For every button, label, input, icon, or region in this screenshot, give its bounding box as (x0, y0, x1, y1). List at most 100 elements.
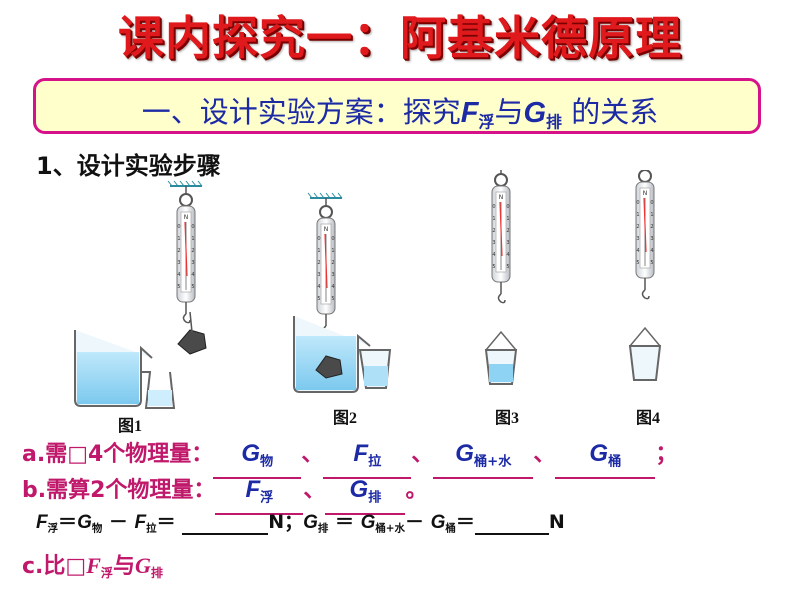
subtitle: 一、设计实验方案：探究F浮与G排 的关系 (36, 89, 764, 133)
scale-unit-mark: N (499, 194, 504, 201)
answer-subscript: 桶+水 (473, 454, 512, 470)
scale-tick-label: 2 (177, 248, 180, 254)
scale-tick-label: 0 (191, 224, 194, 230)
formula-minus: － (404, 511, 431, 533)
answer-g-object: G物 (213, 439, 302, 479)
subtitle-suffix: 的关系 (562, 95, 659, 129)
question-a: a.需□4个物理量：G物、F拉、G桶+水、G桶； (22, 436, 677, 479)
formula-f: F (36, 512, 48, 533)
answer-subscript: 物 (260, 454, 274, 470)
answer-symbol: G (589, 440, 609, 467)
answer-symbol: F (353, 440, 369, 467)
question-c: c.比□F浮与G排 (22, 548, 163, 581)
formula-unit: N； (268, 511, 304, 533)
figure-1 (74, 311, 207, 409)
figure-label-4: 图4 (636, 410, 661, 427)
formula-g3: G (360, 512, 376, 533)
page-title: 课内探究一：阿基米德原理 (118, 11, 682, 65)
formula-f2: F (134, 512, 147, 533)
formula-g4-sub: 桶 (445, 522, 456, 535)
answer-subscript: 排 (368, 490, 382, 506)
answer-symbol: G (455, 440, 474, 467)
figure-2 (293, 316, 392, 393)
symbol-f: F (86, 553, 101, 578)
figure-label-3: 图3 (495, 410, 520, 427)
symbol-f-sub: 浮 (478, 112, 495, 132)
end-mark: 。 (405, 478, 428, 503)
scale-tick-label: 3 (650, 236, 653, 242)
scale-tick-label: 4 (636, 248, 639, 254)
scale-tick-label: 3 (317, 272, 320, 278)
scale-tick-label: 3 (177, 260, 180, 266)
figure-3 (484, 330, 518, 385)
scale-tick-label: 1 (636, 212, 639, 218)
symbol-g: G (135, 553, 151, 578)
scale-unit-mark: N (184, 214, 189, 221)
figure-label-1: 图1 (118, 418, 143, 435)
scale-tick-label: 5 (191, 284, 194, 290)
question-b-prefix: b.需算2个物理量： (22, 478, 216, 503)
subtitle-mid: 与 (494, 95, 524, 129)
answer-g-displaced: G排 (325, 475, 406, 515)
figure-label-2: 图2 (333, 410, 358, 427)
scale-tick-label: 0 (331, 236, 334, 242)
separator: 、 (411, 442, 434, 467)
formula-blank-1 (182, 511, 269, 535)
scale-tick-label: 4 (317, 284, 320, 290)
separator: 、 (301, 442, 324, 467)
step-title: 1、设计实验步骤 (36, 152, 221, 180)
scale-tick-label: 3 (506, 240, 509, 246)
scale-tick-label: 2 (317, 260, 320, 266)
scale-tick-label: 2 (191, 248, 194, 254)
scale-tick-label: 1 (191, 236, 194, 242)
answer-subscript: 浮 (260, 490, 274, 506)
formula-g: G (77, 512, 92, 533)
scale-tick-label: 5 (492, 264, 495, 270)
scale-tick-label: 4 (191, 272, 194, 278)
scale-tick-label: 0 (506, 204, 509, 210)
formula-g2: G (303, 512, 318, 533)
scale-tick-label: 5 (506, 264, 509, 270)
answer-g-pail-water: G桶+水 (433, 439, 534, 479)
scale-tick-label: 1 (331, 248, 334, 254)
question-b: b.需算2个物理量：F浮、G排。 (22, 472, 427, 515)
scale-tick-label: 1 (177, 236, 180, 242)
scale-tick-label: 5 (317, 296, 320, 302)
symbol-f-sub: 浮 (100, 566, 113, 581)
answer-symbol: G (241, 440, 261, 467)
figure-4 (628, 326, 662, 381)
scale-tick-label: 1 (492, 216, 495, 222)
scale-tick-label: 2 (636, 224, 639, 230)
formula-minus: － (102, 511, 135, 533)
scale-tick-label: 1 (650, 212, 653, 218)
question-c-prefix: c.比□ (22, 554, 87, 579)
scale-tick-label: 0 (650, 200, 653, 206)
answer-subscript: 桶 (608, 454, 622, 470)
scale-tick-label: 5 (331, 296, 334, 302)
scale-tick-label: 2 (331, 260, 334, 266)
subtitle-prefix: 一、设计实验方案：探究 (141, 95, 461, 129)
scale-tick-label: 3 (331, 272, 334, 278)
symbol-g: G (523, 97, 547, 129)
separator: 、 (533, 442, 556, 467)
scale-tick-label: 1 (317, 248, 320, 254)
formula-f-sub: 浮 (47, 522, 59, 535)
scale-tick-label: 4 (492, 252, 495, 258)
scale-tick-label: 2 (650, 224, 653, 230)
end-mark: ； (655, 442, 678, 467)
subtitle-box: 一、设计实验方案：探究F浮与G排 的关系 (33, 78, 761, 134)
scale-tick-label: 3 (191, 260, 194, 266)
scale-tick-label: 0 (317, 236, 320, 242)
scale-tick-label: 3 (492, 240, 495, 246)
scale-tick-label: 2 (506, 228, 509, 234)
symbol-g-sub: 排 (150, 566, 163, 581)
formula-eq: ＝ (328, 511, 361, 533)
answer-symbol: G (349, 476, 369, 503)
scale-tick-label: 5 (636, 260, 639, 266)
scale-unit-mark: N (324, 226, 329, 233)
scale-tick-label: 5 (177, 284, 180, 290)
scale-unit-mark: N (643, 190, 648, 197)
